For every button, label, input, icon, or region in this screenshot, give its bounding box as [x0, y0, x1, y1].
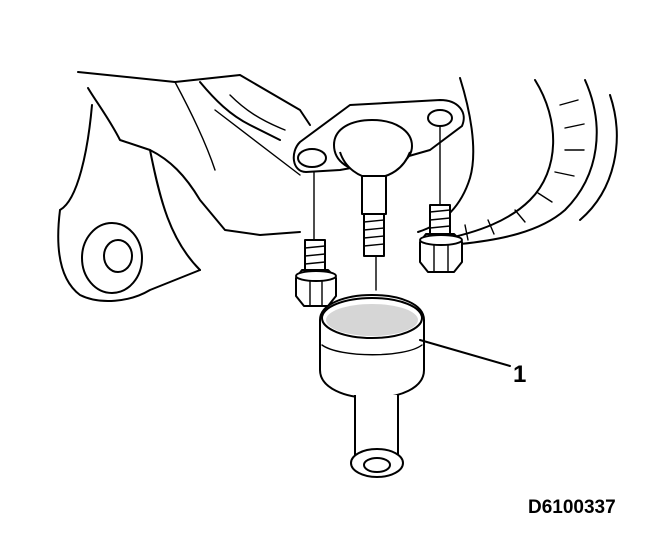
ball-joint-stud	[361, 175, 387, 291]
right-bolt	[419, 125, 463, 273]
left-bolt	[295, 171, 337, 307]
callout-1: 1	[419, 339, 526, 388]
ball-joint-flange	[292, 99, 465, 179]
removal-tool	[319, 294, 425, 478]
steering-knuckle-outline	[57, 71, 311, 302]
drawing-id: D6100337	[528, 497, 616, 518]
callout-number: 1	[513, 361, 526, 388]
arm-bushing-hole	[81, 222, 143, 294]
